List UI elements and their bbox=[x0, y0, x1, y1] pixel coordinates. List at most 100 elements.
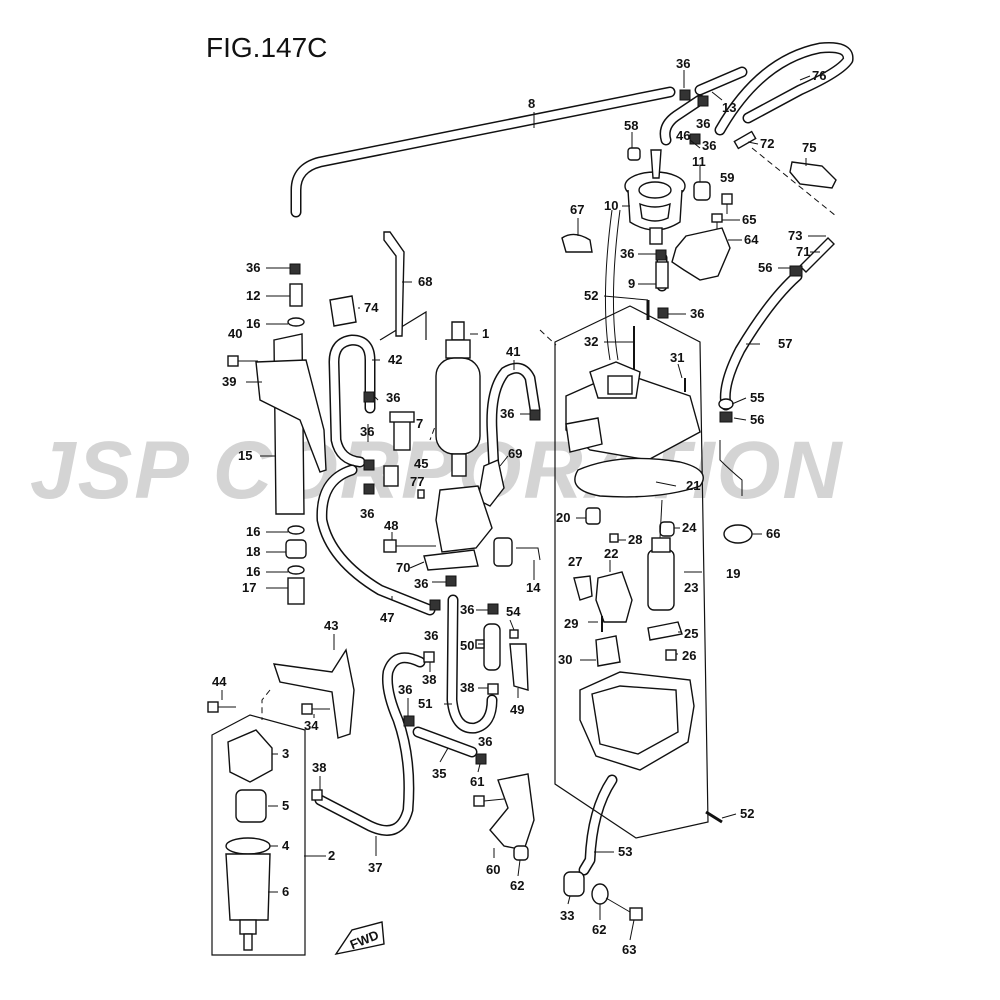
callout-70: 70 bbox=[396, 560, 410, 575]
clamp-36-12 bbox=[429, 599, 441, 611]
callout-43: 43 bbox=[324, 618, 338, 633]
o-ring-4 bbox=[225, 837, 271, 855]
part-77 bbox=[417, 489, 425, 499]
callout-26: 26 bbox=[682, 648, 696, 663]
clamp-36-2 bbox=[679, 89, 691, 101]
callout-35: 35 bbox=[432, 766, 446, 781]
bracket-27 bbox=[573, 575, 593, 601]
callout-36: 36 bbox=[676, 56, 690, 71]
callout-6: 6 bbox=[282, 884, 289, 899]
callout-13: 13 bbox=[722, 100, 736, 115]
callout-36: 36 bbox=[620, 246, 634, 261]
bracket-60 bbox=[489, 773, 535, 851]
callout-36: 36 bbox=[690, 306, 704, 321]
separator-body-19 bbox=[579, 671, 695, 771]
callout-74: 74 bbox=[364, 300, 379, 315]
clip-38a bbox=[423, 651, 435, 663]
washer-62b bbox=[591, 883, 609, 905]
washer-16b bbox=[287, 525, 305, 535]
callout-63: 63 bbox=[622, 942, 636, 957]
callout-58: 58 bbox=[624, 118, 638, 133]
bracket-69 bbox=[435, 459, 513, 567]
callout-2: 2 bbox=[328, 848, 335, 863]
callout-36: 36 bbox=[500, 406, 514, 421]
callout-47: 47 bbox=[380, 610, 394, 625]
bracket-70 bbox=[423, 549, 479, 571]
bolt-40 bbox=[227, 355, 258, 367]
part-18 bbox=[285, 539, 307, 559]
callout-36: 36 bbox=[460, 602, 474, 617]
clip-38b bbox=[487, 683, 499, 695]
part-25 bbox=[647, 621, 683, 641]
callout-75: 75 bbox=[802, 140, 816, 155]
callout-56: 56 bbox=[758, 260, 772, 275]
fuel-pump-1 bbox=[435, 321, 481, 477]
bracket-49 bbox=[509, 643, 529, 691]
callout-46: 46 bbox=[676, 128, 690, 143]
callout-16: 16 bbox=[246, 316, 260, 331]
callout-44: 44 bbox=[212, 674, 227, 689]
grommet-11 bbox=[693, 181, 711, 201]
filter-element-5 bbox=[235, 789, 267, 823]
callout-36: 36 bbox=[360, 506, 374, 521]
collar-62a bbox=[513, 845, 529, 861]
part-22 bbox=[595, 560, 633, 623]
callout-77: 77 bbox=[410, 474, 424, 489]
callout-17: 17 bbox=[242, 580, 256, 595]
bolt-34 bbox=[301, 703, 330, 715]
callout-36: 36 bbox=[478, 734, 492, 749]
callout-20: 20 bbox=[556, 510, 570, 525]
bolt-63 bbox=[605, 897, 643, 921]
clip-56a bbox=[789, 265, 803, 277]
callout-29: 29 bbox=[564, 616, 578, 631]
callout-38: 38 bbox=[422, 672, 436, 687]
filter-bowl-6 bbox=[225, 853, 271, 951]
callout-12: 12 bbox=[246, 288, 260, 303]
callout-36: 36 bbox=[398, 682, 412, 697]
fitting-71 bbox=[799, 237, 835, 273]
callouts: 8 36 13 36 76 58 46 36 72 75 11 59 10 67… bbox=[212, 56, 826, 957]
callout-50: 50 bbox=[460, 638, 474, 653]
callout-18: 18 bbox=[246, 544, 260, 559]
callout-19: 19 bbox=[726, 566, 740, 581]
parts: FWD bbox=[207, 89, 837, 956]
part-14 bbox=[516, 547, 541, 561]
grommet-33 bbox=[563, 871, 585, 897]
callout-48: 48 bbox=[384, 518, 398, 533]
callout-24: 24 bbox=[682, 520, 697, 535]
part-30 bbox=[595, 635, 621, 667]
clamp-36-4 bbox=[689, 133, 701, 145]
callout-76: 76 bbox=[812, 68, 826, 83]
clamp-36-8 bbox=[363, 459, 375, 471]
clamp-36-1 bbox=[289, 263, 301, 275]
screw-28 bbox=[609, 533, 619, 543]
bolt-17 bbox=[287, 577, 305, 605]
callout-49: 49 bbox=[510, 702, 524, 717]
callout-55: 55 bbox=[750, 390, 764, 405]
callout-52: 52 bbox=[584, 288, 598, 303]
part-20 bbox=[585, 507, 601, 525]
strap-68 bbox=[383, 231, 405, 337]
clamp-36-5 bbox=[655, 249, 667, 261]
callout-64: 64 bbox=[744, 232, 759, 247]
callout-1: 1 bbox=[482, 326, 489, 341]
callout-71: 71 bbox=[796, 244, 810, 259]
callout-36: 36 bbox=[360, 424, 374, 439]
clip-74 bbox=[329, 295, 357, 327]
callout-3: 3 bbox=[282, 746, 289, 761]
callout-45: 45 bbox=[414, 456, 428, 471]
plug-66 bbox=[723, 524, 753, 544]
seal-55 bbox=[718, 398, 734, 410]
screw-54 bbox=[509, 629, 519, 639]
part-26 bbox=[665, 649, 677, 661]
separator-cover bbox=[565, 361, 701, 461]
callout-28: 28 bbox=[628, 532, 642, 547]
callout-16: 16 bbox=[246, 524, 260, 539]
callout-52: 52 bbox=[740, 806, 754, 821]
bolt-44 bbox=[207, 701, 236, 713]
clamp-36-7 bbox=[363, 391, 375, 403]
callout-34: 34 bbox=[304, 718, 319, 733]
clamp-67 bbox=[561, 233, 593, 253]
clip-38c bbox=[311, 789, 323, 801]
callout-40: 40 bbox=[228, 326, 242, 341]
